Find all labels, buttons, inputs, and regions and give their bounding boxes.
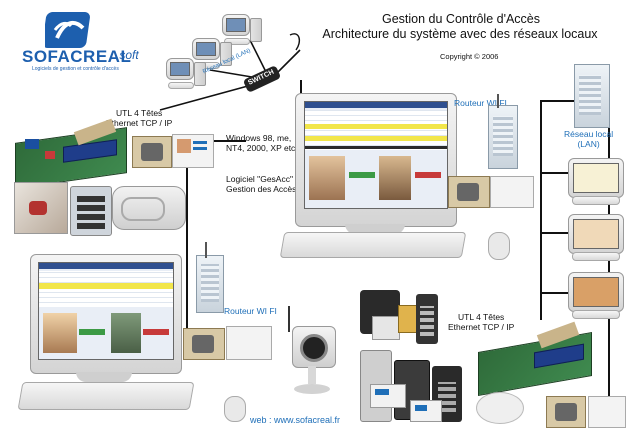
website-label: web : www.sofacreal.fr: [250, 415, 340, 425]
secondary-workstation-monitor: [30, 254, 182, 374]
card-reader-icon: [546, 396, 586, 428]
main-workstation-monitor: [295, 93, 457, 227]
os-list: Windows 98, me, NT4, 2000, XP etc.: [226, 133, 298, 153]
software-label: Logiciel "GesAcc" Gestion des Accès: [226, 174, 296, 194]
badge-card-icon: [370, 384, 406, 408]
cable-line: [540, 292, 570, 294]
desktop-computer-icon: [568, 158, 624, 206]
card-reader-icon: [448, 176, 490, 208]
cable-line: [186, 140, 188, 335]
cable-line: [540, 232, 570, 234]
gesacc-screen: [304, 101, 448, 209]
circuit-board-icon: [15, 125, 130, 185]
ip-camera-icon: [288, 318, 338, 402]
logo-icon: [45, 10, 93, 50]
ceiling-reader-icon: [476, 392, 524, 424]
keypad-icon: [70, 186, 112, 236]
proximity-reader-icon: [112, 186, 186, 230]
desktop-computer-icon: [166, 58, 206, 92]
router-bottom-label: Routeur WI FI: [224, 306, 277, 316]
mouse-icon: [224, 396, 246, 422]
monitor-stand: [76, 372, 132, 382]
card-reader-icon: [132, 136, 172, 168]
desktop-computer-icon: [568, 214, 624, 262]
wifi-router-icon: [488, 105, 518, 169]
cable-line: [540, 100, 542, 320]
keyboard-icon: [18, 382, 195, 410]
keypad-icon: [416, 294, 438, 344]
cable-line: [540, 172, 570, 174]
lan-right-label: Réseau local (LAN): [564, 129, 613, 149]
gesacc-screen: [38, 262, 174, 360]
brand-tagline: Logiciels de gestion et contrôle d'accès: [32, 66, 119, 72]
page-subtitle: Architecture du système avec des réseaux…: [300, 27, 620, 41]
door-lock-photo: [14, 182, 68, 234]
badge-card-icon: [172, 134, 214, 168]
badge-card-icon: [372, 316, 400, 340]
badge-card-icon: [588, 396, 626, 428]
copyright: Copyright © 2006: [440, 52, 498, 61]
wifi-router-icon: [196, 255, 224, 313]
keyboard-icon: [280, 232, 467, 258]
page-title: Gestion du Contrôle d'Accès: [381, 12, 541, 26]
badge-card-icon: [226, 326, 272, 360]
wifi-router-icon: [574, 64, 610, 128]
badge-card-icon: [398, 305, 418, 333]
badge-card-icon: [410, 400, 442, 422]
desktop-computer-icon: [568, 272, 624, 320]
brand-name: SOFACREAL: [22, 47, 131, 67]
badge-card-icon: [490, 176, 534, 208]
brand-suffix: .soft: [116, 48, 139, 62]
circuit-board-icon: [478, 326, 598, 390]
mouse-icon: [488, 232, 510, 260]
card-reader-icon: [183, 328, 225, 360]
